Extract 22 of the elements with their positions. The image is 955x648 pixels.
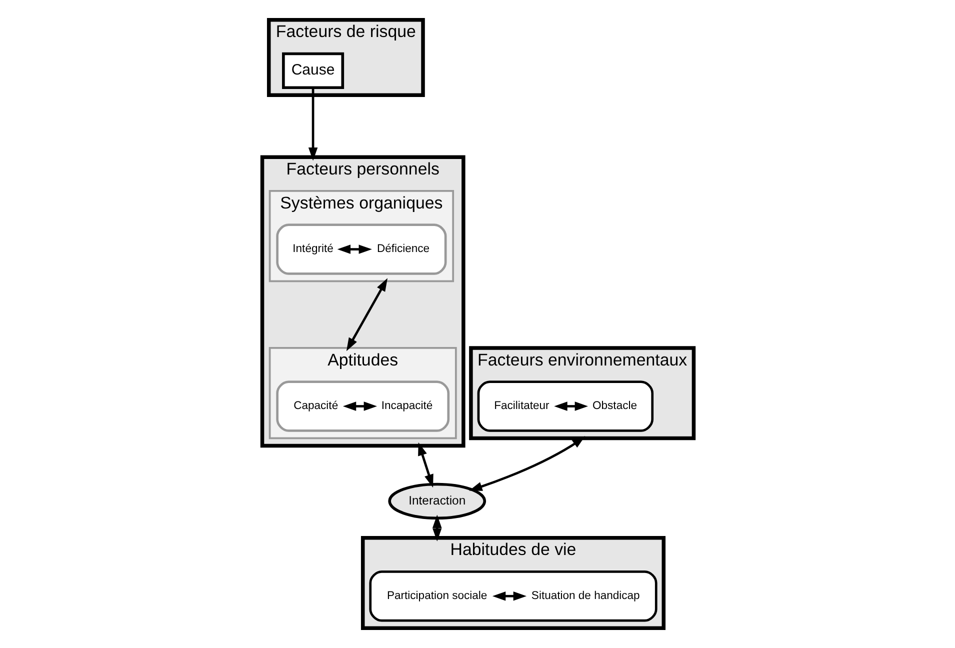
- node-text: Intégrité: [292, 243, 333, 256]
- arrow: [342, 402, 376, 411]
- arrow: [336, 244, 372, 254]
- cluster: [476, 380, 654, 432]
- arrow: [418, 442, 433, 488]
- node-text: Capacité: [293, 400, 338, 412]
- arrow: [346, 278, 388, 352]
- arrow: [468, 436, 585, 491]
- cluster: [368, 570, 657, 622]
- node-text: Obstacle: [592, 400, 636, 412]
- arrow: [308, 88, 318, 161]
- node-box: Cause: [282, 52, 344, 89]
- node-text: Situation de handicap: [530, 590, 640, 602]
- node-text: Déficience: [376, 243, 430, 256]
- arrow: [432, 514, 442, 542]
- arrow: [492, 592, 526, 601]
- node-text: Participation sociale: [386, 590, 487, 602]
- arrow: [554, 402, 588, 411]
- cluster: [276, 224, 446, 275]
- node-text: Incapacité: [380, 400, 432, 412]
- cluster: [276, 380, 450, 432]
- node-text: Facilitateur: [494, 400, 549, 412]
